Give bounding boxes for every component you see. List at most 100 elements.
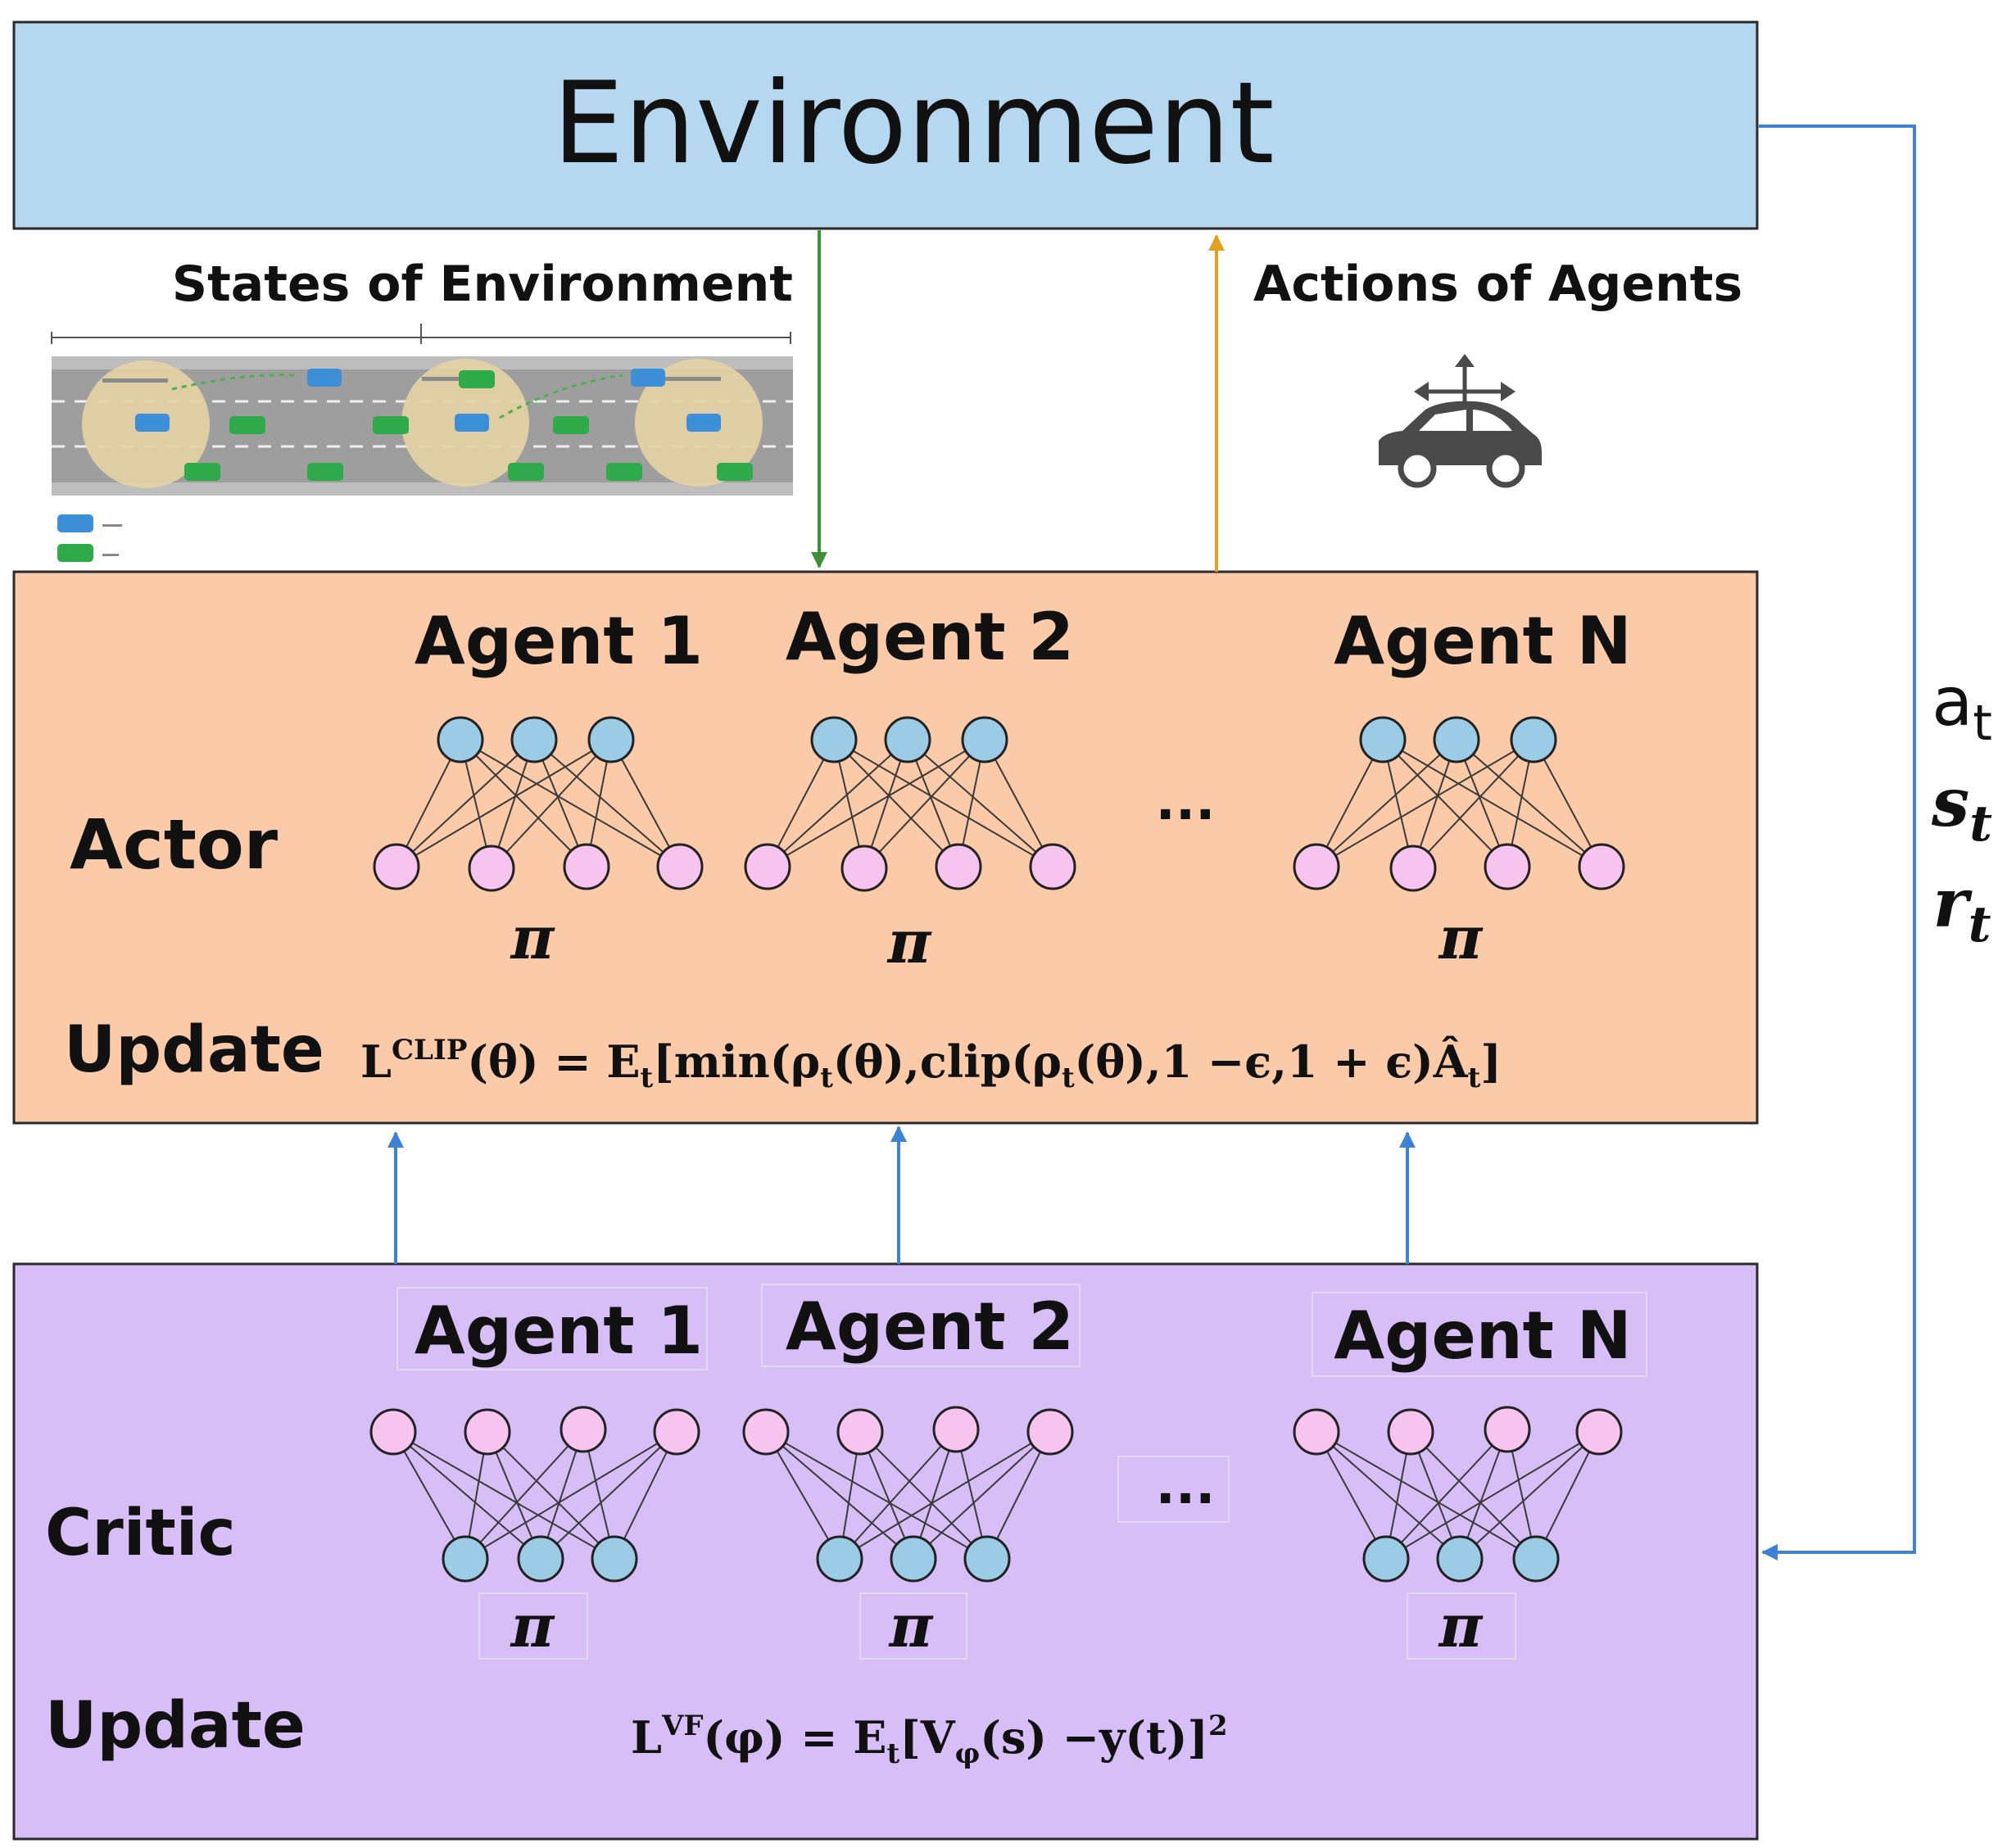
network-edge bbox=[833, 739, 959, 867]
network-edge bbox=[1535, 1431, 1600, 1560]
network-node bbox=[816, 1535, 863, 1583]
highway-traffic-image bbox=[51, 324, 793, 562]
network-node bbox=[510, 716, 558, 763]
network-edge bbox=[610, 739, 681, 867]
critic-policy-1: π bbox=[510, 1591, 555, 1660]
network-edge bbox=[986, 1431, 1051, 1560]
network-edge bbox=[1459, 1431, 1600, 1560]
network-edge bbox=[491, 739, 612, 869]
actor-network-1 bbox=[373, 716, 704, 892]
network-node bbox=[810, 716, 858, 763]
critic-policy-box-3 bbox=[1407, 1592, 1516, 1660]
environment-title: Environment bbox=[552, 57, 1274, 189]
network-node bbox=[1387, 1408, 1434, 1456]
network-edge bbox=[913, 1431, 1051, 1560]
network-edge bbox=[392, 1431, 466, 1560]
critic-network-1 bbox=[369, 1406, 700, 1583]
network-node bbox=[1359, 716, 1407, 763]
network-node bbox=[373, 843, 420, 890]
network-edge bbox=[460, 739, 587, 867]
network-edge bbox=[540, 1431, 677, 1560]
network-edge bbox=[767, 739, 985, 867]
network-node bbox=[890, 1535, 937, 1583]
network-edge bbox=[907, 739, 1053, 867]
network-node bbox=[1436, 1535, 1484, 1583]
network-node bbox=[1575, 1408, 1623, 1456]
critic-label: Critic bbox=[45, 1497, 236, 1570]
network-node bbox=[468, 845, 515, 892]
network-edge bbox=[1316, 739, 1457, 867]
critic-agent-box-1 bbox=[396, 1287, 708, 1370]
network-node bbox=[935, 843, 982, 890]
network-node bbox=[1484, 843, 1531, 890]
network-node bbox=[437, 716, 484, 763]
network-node bbox=[1484, 1406, 1531, 1453]
network-edge bbox=[859, 1431, 988, 1560]
network-node bbox=[961, 716, 1008, 763]
network-node bbox=[884, 716, 931, 763]
critic-network-3 bbox=[1293, 1406, 1623, 1583]
actor-policy-3: π bbox=[1438, 903, 1484, 972]
network-edge bbox=[392, 1431, 541, 1560]
states-label: States of Environment bbox=[172, 256, 793, 313]
network-node bbox=[1578, 843, 1625, 890]
critic-agent-label-1: Agent 1 bbox=[415, 1293, 703, 1369]
actor-box bbox=[12, 570, 1759, 1125]
network-edge bbox=[1456, 739, 1602, 867]
network-edge bbox=[464, 1429, 584, 1560]
network-edge bbox=[767, 739, 908, 867]
network-edge bbox=[396, 739, 612, 867]
actor-label: Actor bbox=[70, 804, 279, 885]
network-edge bbox=[396, 739, 535, 867]
network-node bbox=[1512, 1535, 1560, 1583]
network-edge bbox=[1316, 1431, 1387, 1560]
network-edge bbox=[839, 1431, 1051, 1560]
signals-label: at st rt bbox=[1931, 664, 1992, 953]
network-node bbox=[742, 1408, 790, 1456]
network-node bbox=[369, 1408, 417, 1456]
network-node bbox=[744, 843, 791, 890]
actor-agent-label-1: Agent 1 bbox=[415, 603, 703, 679]
network-node bbox=[442, 1535, 489, 1583]
critic-policy-2: π bbox=[888, 1591, 934, 1660]
signal-s: st bbox=[1931, 763, 1992, 853]
network-edge bbox=[1382, 739, 1508, 867]
actor-policy-2: π bbox=[886, 907, 932, 976]
critic-networks bbox=[369, 1406, 1623, 1583]
network-node bbox=[656, 843, 704, 890]
signal-r: rt bbox=[1933, 864, 1991, 953]
actor-update-label: Update bbox=[64, 1013, 324, 1087]
critic-ellipsis: ... bbox=[1156, 1456, 1216, 1516]
actor-policy-1: π bbox=[510, 903, 555, 972]
network-edge bbox=[1316, 1431, 1461, 1560]
network-edge bbox=[1385, 1429, 1508, 1560]
actor-agent-label-3: Agent N bbox=[1334, 603, 1631, 679]
network-node bbox=[653, 1408, 700, 1456]
network-node bbox=[840, 845, 888, 892]
network-edge bbox=[460, 739, 681, 867]
network-node bbox=[1026, 1408, 1074, 1456]
network-edge bbox=[533, 739, 681, 867]
critic-network-2 bbox=[742, 1406, 1074, 1583]
network-edge bbox=[1316, 1431, 1537, 1560]
network-node bbox=[560, 1406, 607, 1453]
actor-ellipsis: ... bbox=[1156, 772, 1216, 832]
network-edge bbox=[614, 1431, 677, 1560]
critic-agent-label-2: Agent 2 bbox=[786, 1289, 1074, 1365]
network-edge bbox=[1412, 739, 1534, 869]
network-node bbox=[587, 716, 635, 763]
network-edge bbox=[765, 1431, 840, 1560]
network-edge bbox=[487, 1431, 615, 1560]
car-icon bbox=[1379, 354, 1542, 488]
network-edge bbox=[396, 739, 461, 867]
network-edge bbox=[1316, 739, 1384, 867]
network-edge bbox=[392, 1431, 615, 1560]
actor-network-3 bbox=[1293, 716, 1625, 892]
network-edge bbox=[833, 739, 1053, 867]
network-edge bbox=[1385, 1431, 1600, 1560]
network-node bbox=[563, 843, 610, 890]
network-node bbox=[836, 1408, 884, 1456]
network-node bbox=[1389, 845, 1437, 892]
critic-policy-3: π bbox=[1438, 1591, 1484, 1660]
